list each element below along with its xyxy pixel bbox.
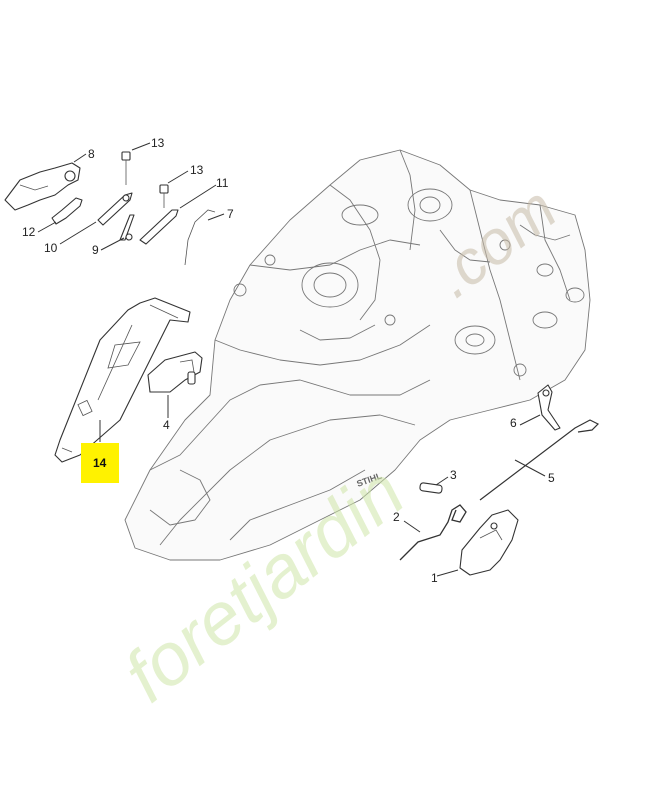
callout-5: 5 [548, 471, 555, 485]
callout-13-lower: 13 [190, 163, 204, 177]
part-1-trigger [459, 509, 519, 576]
callout-10: 10 [44, 241, 58, 255]
callout-13-top: 13 [151, 136, 165, 150]
part-6-lever [537, 384, 561, 431]
callout-2: 2 [393, 510, 400, 524]
callout-12: 12 [22, 225, 36, 239]
callout-8: 8 [88, 147, 95, 161]
highlight-box [81, 443, 119, 483]
callout-6: 6 [510, 416, 517, 430]
part-2-spring [399, 504, 467, 561]
small-rods-and-screws [97, 151, 216, 266]
callout-14: 14 [93, 456, 107, 470]
part-8-12-bracket [4, 162, 83, 225]
callout-9: 9 [92, 243, 99, 257]
callout-4: 4 [163, 418, 170, 432]
callout-7: 7 [227, 207, 234, 221]
part-4-cover [147, 351, 203, 393]
part-5-rod [479, 419, 600, 501]
callout-labels: 1 2 3 4 5 6 7 8 9 10 11 12 13 13 14 [22, 136, 555, 585]
callout-11: 11 [216, 176, 229, 190]
callout-1: 1 [431, 571, 438, 585]
part-3-pin [419, 482, 443, 494]
part-14-handle [54, 297, 191, 463]
callout-3: 3 [450, 468, 457, 482]
engine-housing: STIHL [124, 149, 591, 561]
leader-lines [37, 142, 546, 577]
